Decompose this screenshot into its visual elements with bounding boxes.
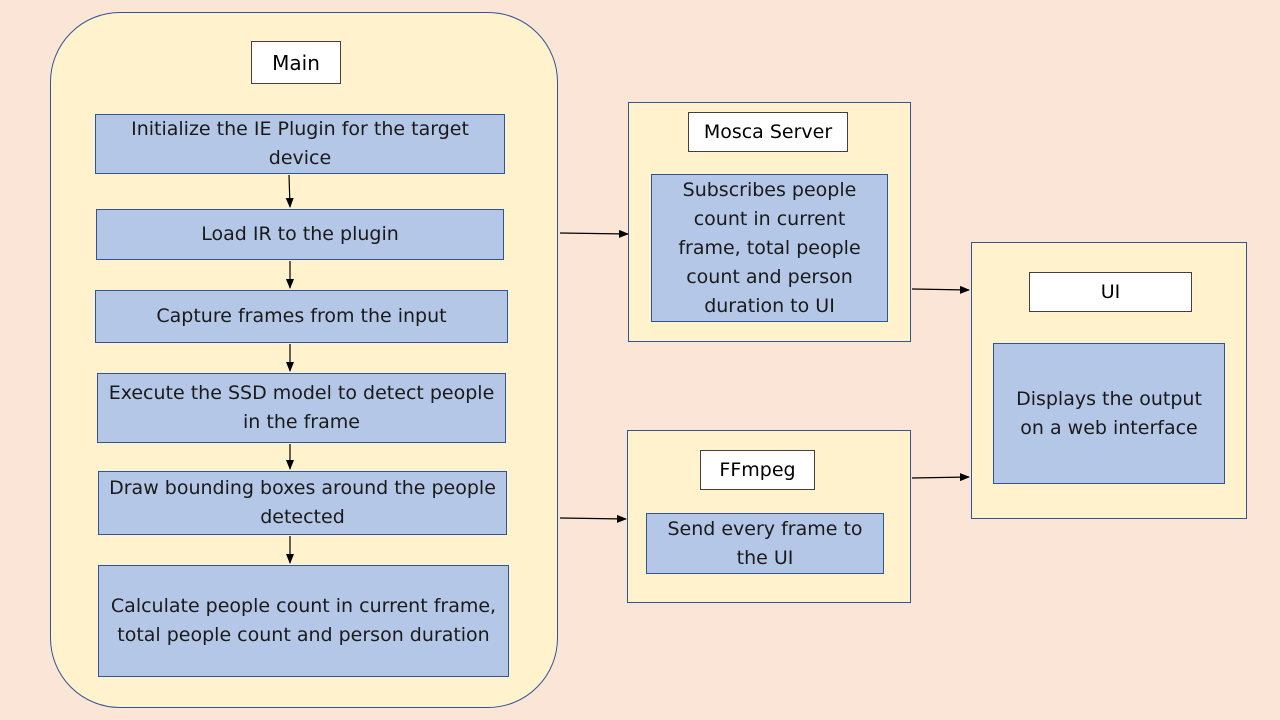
step-execute-ssd: Execute the SSD model to detect people i… (97, 373, 506, 443)
arrow-ffmpeg-to-ui (911, 473, 970, 482)
mosca-server-title: Mosca Server (688, 112, 848, 152)
arrow-main-to-mosca (559, 229, 629, 238)
ui-description: Displays the output on a web interface (993, 343, 1225, 484)
arrow-main-to-ffmpeg (559, 514, 627, 523)
ffmpeg-description: Send every frame to the UI (646, 513, 884, 574)
ui-title: UI (1029, 272, 1192, 312)
ffmpeg-title: FFmpeg (700, 450, 815, 490)
step-draw-boxes: Draw bounding boxes around the people de… (98, 471, 507, 535)
step-initialize-plugin: Initialize the IE Plugin for the target … (95, 114, 505, 174)
step-capture-frames: Capture frames from the input (95, 290, 508, 343)
step-load-ir: Load IR to the plugin (96, 209, 504, 260)
arrow-mosca-to-ui (911, 285, 970, 294)
step-calculate-count: Calculate people count in current frame,… (98, 565, 509, 677)
mosca-server-description: Subscribes people count in current frame… (651, 174, 888, 322)
main-title: Main (251, 41, 341, 84)
